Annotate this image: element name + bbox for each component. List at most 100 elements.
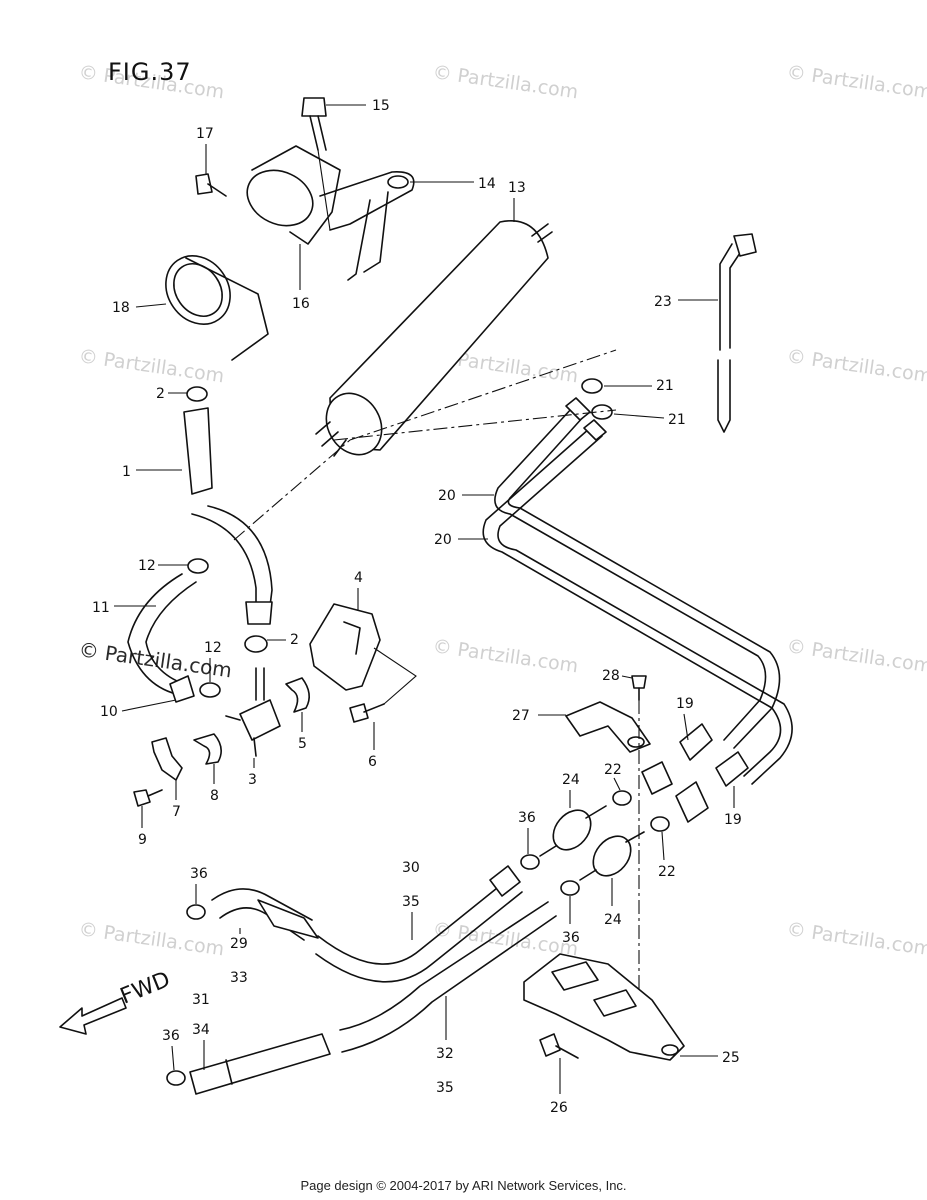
page-footer: Page design © 2004-2017 by ARI Network S… [300, 1178, 627, 1193]
bracket-4 [309, 603, 381, 691]
watermark: © Partzilla.com [431, 61, 579, 103]
tie-strap [717, 233, 757, 433]
clamp-2-lower [244, 635, 268, 653]
watermark: © Partzilla.com [431, 918, 579, 960]
hoses-20 [482, 397, 793, 785]
screw-28 [631, 675, 647, 1010]
callout-label: 14 [478, 176, 496, 192]
check-valve-24a [539, 805, 607, 857]
leader-line [171, 1045, 175, 1071]
bolt-26 [539, 1033, 579, 1059]
leader-line [683, 713, 689, 741]
bolt-15 [301, 97, 331, 231]
callout-label: 36 [562, 930, 580, 946]
leader-line [121, 699, 177, 712]
hose-11 [127, 573, 197, 703]
callout-label: 18 [112, 300, 130, 316]
callout-label: 36 [518, 810, 536, 826]
callout-label: 15 [372, 98, 390, 114]
callout-label: 33 [230, 970, 248, 986]
callout-label: 13 [508, 180, 526, 196]
callout-label: 27 [512, 708, 530, 724]
canister [315, 220, 553, 457]
leader-line [135, 303, 167, 308]
watermark: © Partzilla.com [431, 635, 579, 677]
callout-label: 19 [676, 696, 694, 712]
callout-label: 20 [438, 488, 456, 504]
leader-line [661, 831, 665, 861]
callout-label: 16 [292, 296, 310, 312]
callout-label: 8 [210, 788, 219, 804]
watermark: © Partzilla.com [785, 918, 927, 960]
leader-line [613, 413, 665, 419]
callout-label: 29 [230, 936, 248, 952]
callout-label: 26 [550, 1100, 568, 1116]
canister-bracket [246, 145, 415, 281]
callout-label: 4 [354, 570, 363, 586]
callout-label: 28 [602, 668, 620, 684]
callout-label: 12 [204, 640, 222, 656]
hose-31-34 [189, 1033, 331, 1095]
watermark: © Partzilla.com [77, 345, 225, 387]
callout-label: 36 [190, 866, 208, 882]
forward-arrow: FWD [59, 967, 174, 1035]
callout-label: 30 [402, 860, 420, 876]
callout-label: 12 [138, 558, 156, 574]
clamps-12 [187, 558, 221, 698]
watermark: © Partzilla.com [785, 635, 927, 677]
callout-label: 7 [172, 804, 181, 820]
callout-label: 19 [724, 812, 742, 828]
leader-line [613, 777, 621, 791]
watermark: © Partzilla.com [77, 918, 225, 960]
callout-label: 35 [402, 894, 420, 910]
callout-label: 32 [436, 1046, 454, 1062]
valve-3 [225, 667, 281, 757]
watermark: © Partzilla.com [785, 61, 927, 103]
hose-curve [191, 505, 273, 625]
bolt-17 [195, 173, 227, 197]
callout-label: 17 [196, 126, 214, 142]
callout-label: 34 [192, 1022, 210, 1038]
callout-label: 23 [654, 294, 672, 310]
hose-32-35 [339, 901, 557, 1053]
bracket-25 [523, 953, 685, 1061]
callout-label: 3 [248, 772, 257, 788]
callout-label: 11 [92, 600, 110, 616]
callout-label: 21 [668, 412, 686, 428]
hose-30-35 [315, 865, 523, 983]
callout-label: 31 [192, 992, 210, 1008]
clamps-22 [612, 790, 670, 832]
hoses-19 [641, 723, 749, 823]
clamps-36 [166, 854, 580, 1086]
callout-label: 2 [290, 632, 299, 648]
watermark: © Partzilla.com [785, 345, 927, 387]
forward-label: FWD [117, 967, 174, 1009]
callout-label: 25 [722, 1050, 740, 1066]
bracket-7 [151, 737, 183, 781]
callout-label: 22 [604, 762, 622, 778]
callout-label: 36 [162, 1028, 180, 1044]
callouts: 1 2 2 3 4 5 6 7 8 9 10 11 12 [92, 98, 742, 1116]
screw-9 [133, 789, 163, 807]
screw-6 [349, 647, 417, 723]
callout-label: 22 [658, 864, 676, 880]
callout-label: 35 [436, 1080, 454, 1096]
callout-label: 9 [138, 832, 147, 848]
callout-label: 24 [604, 912, 622, 928]
callout-label: 20 [434, 532, 452, 548]
callout-label: 10 [100, 704, 118, 720]
callout-label: 5 [298, 736, 307, 752]
callout-label: 2 [156, 386, 165, 402]
callout-label: 21 [656, 378, 674, 394]
leader-line [621, 675, 633, 679]
bracket-27 [565, 701, 651, 753]
callout-label: 1 [122, 464, 131, 480]
routing-lines [233, 349, 617, 541]
figure-title: FIG.37 [108, 58, 192, 86]
callout-label: 6 [368, 754, 377, 770]
clip-5 [285, 677, 310, 713]
check-valve-24b [579, 831, 645, 881]
hose-29-33 [211, 888, 319, 941]
